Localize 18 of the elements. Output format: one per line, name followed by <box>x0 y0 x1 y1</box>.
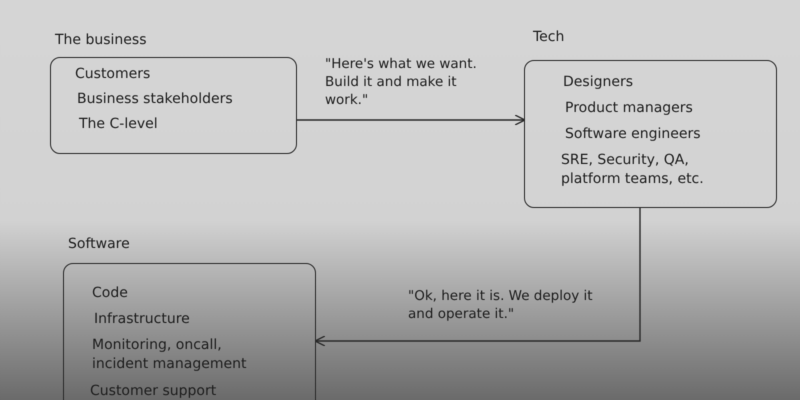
list-item: Monitoring, oncall, incident management <box>92 336 248 374</box>
list-item: Customers <box>75 65 152 84</box>
group-heading: The business <box>55 32 147 48</box>
arrow <box>314 208 641 347</box>
list-item: Code <box>92 284 129 303</box>
group-heading: Tech <box>533 29 564 45</box>
edge-label: "Ok, here it is. We deploy it and operate it." <box>408 287 594 323</box>
list-item: SRE, Security, QA, platform teams, etc. <box>561 151 705 189</box>
group-heading: Software <box>68 236 130 252</box>
list-item: Software engineers <box>565 125 702 144</box>
list-item: Business stakeholders <box>77 90 234 109</box>
edge-label: "Here's what we want. Build it and make it work." <box>325 55 478 109</box>
list-item: Designers <box>563 73 634 92</box>
list-item: Customer support <box>90 382 218 400</box>
list-item: Product managers <box>565 99 694 118</box>
list-item: Infrastructure <box>94 310 191 329</box>
list-item: The C-level <box>79 115 159 134</box>
arrow <box>297 114 526 126</box>
